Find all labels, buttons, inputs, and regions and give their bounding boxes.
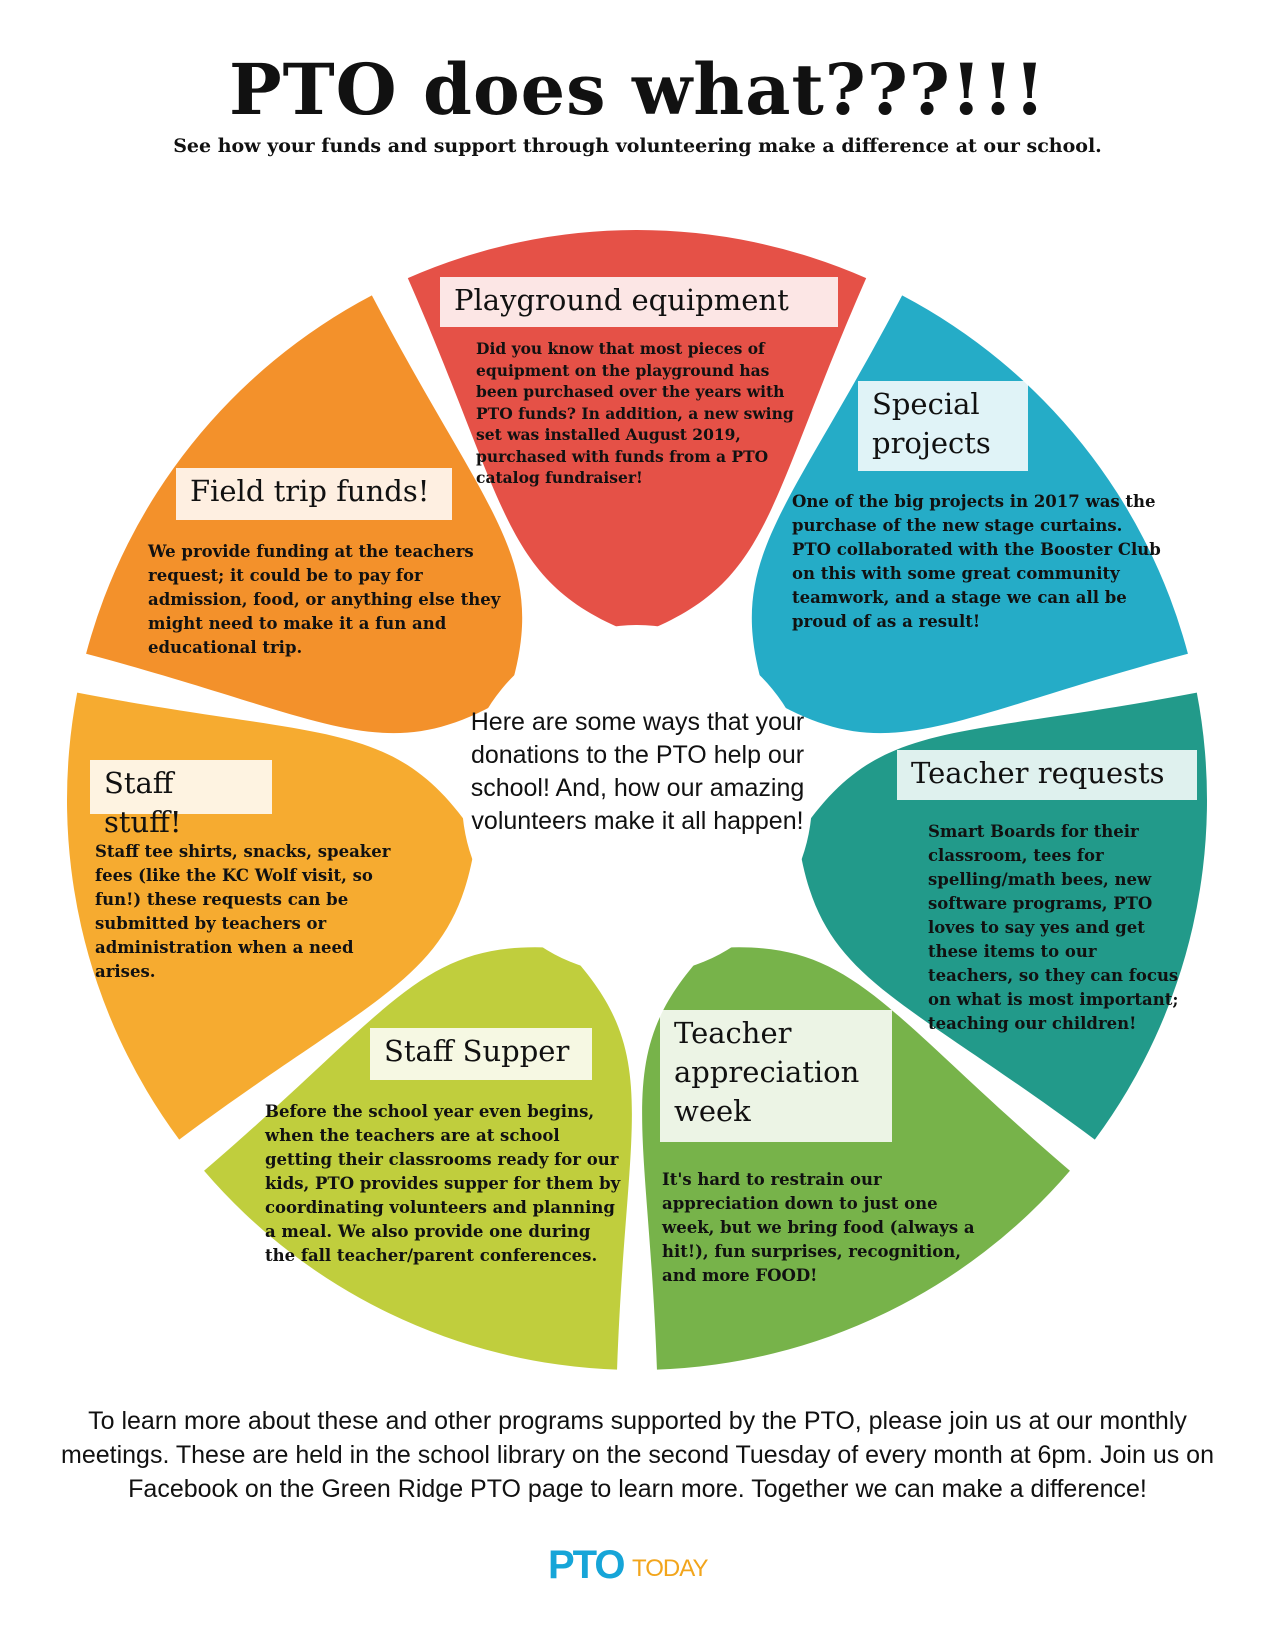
segment-label-teacher-requests: Teacher requests: [897, 750, 1197, 800]
logo-part-pto: PTO: [548, 1543, 626, 1587]
segment-desc-teacher-appreciation-week: It's hard to restrain our appreciation d…: [662, 1170, 975, 1285]
segment-desc-field-trip-funds: We provide funding at the teachers reque…: [148, 542, 501, 657]
segment-desc-staff-supper: Before the school year even begins, when…: [265, 1102, 621, 1265]
page-subtitle: See how your funds and support through v…: [173, 135, 1102, 157]
segment-label-staff-supper: Staff Supper: [370, 1028, 592, 1080]
wheel-segment-playground-equipment: [407, 230, 867, 635]
segment-label-teacher-appreciation-week: Teacher appreciation week: [660, 1010, 892, 1142]
segment-label-special-projects: Special projects: [858, 381, 1028, 471]
segment-label-staff-stuff: Staff stuff!: [90, 760, 272, 839]
segment-desc-playground-equipment: Did you know that most pieces of equipme…: [476, 339, 794, 487]
wheel-center: [462, 625, 812, 975]
segment-label-field-trip-funds: Field trip funds!: [176, 468, 452, 520]
segment-label-playground-equipment: Playground equipment: [440, 277, 838, 327]
segment-desc-staff-stuff: Staff tee shirts, snacks, speaker fees (…: [95, 842, 391, 981]
logo-part-today: TODAY: [632, 1555, 708, 1582]
center-text: Here are some ways that your donations t…: [470, 708, 805, 835]
page-title: PTO does what???!!!: [228, 48, 1047, 131]
segment-desc-teacher-requests: Smart Boards for their classroom, tees f…: [928, 822, 1179, 1033]
segment-desc-special-projects: One of the big projects in 2017 was the …: [792, 492, 1161, 631]
pto-today-logo: PTO TODAY: [548, 1543, 728, 1587]
wheel-segment-teacher-requests: [797, 692, 1208, 1140]
footer-text: To learn more about these and other prog…: [61, 1407, 1214, 1503]
